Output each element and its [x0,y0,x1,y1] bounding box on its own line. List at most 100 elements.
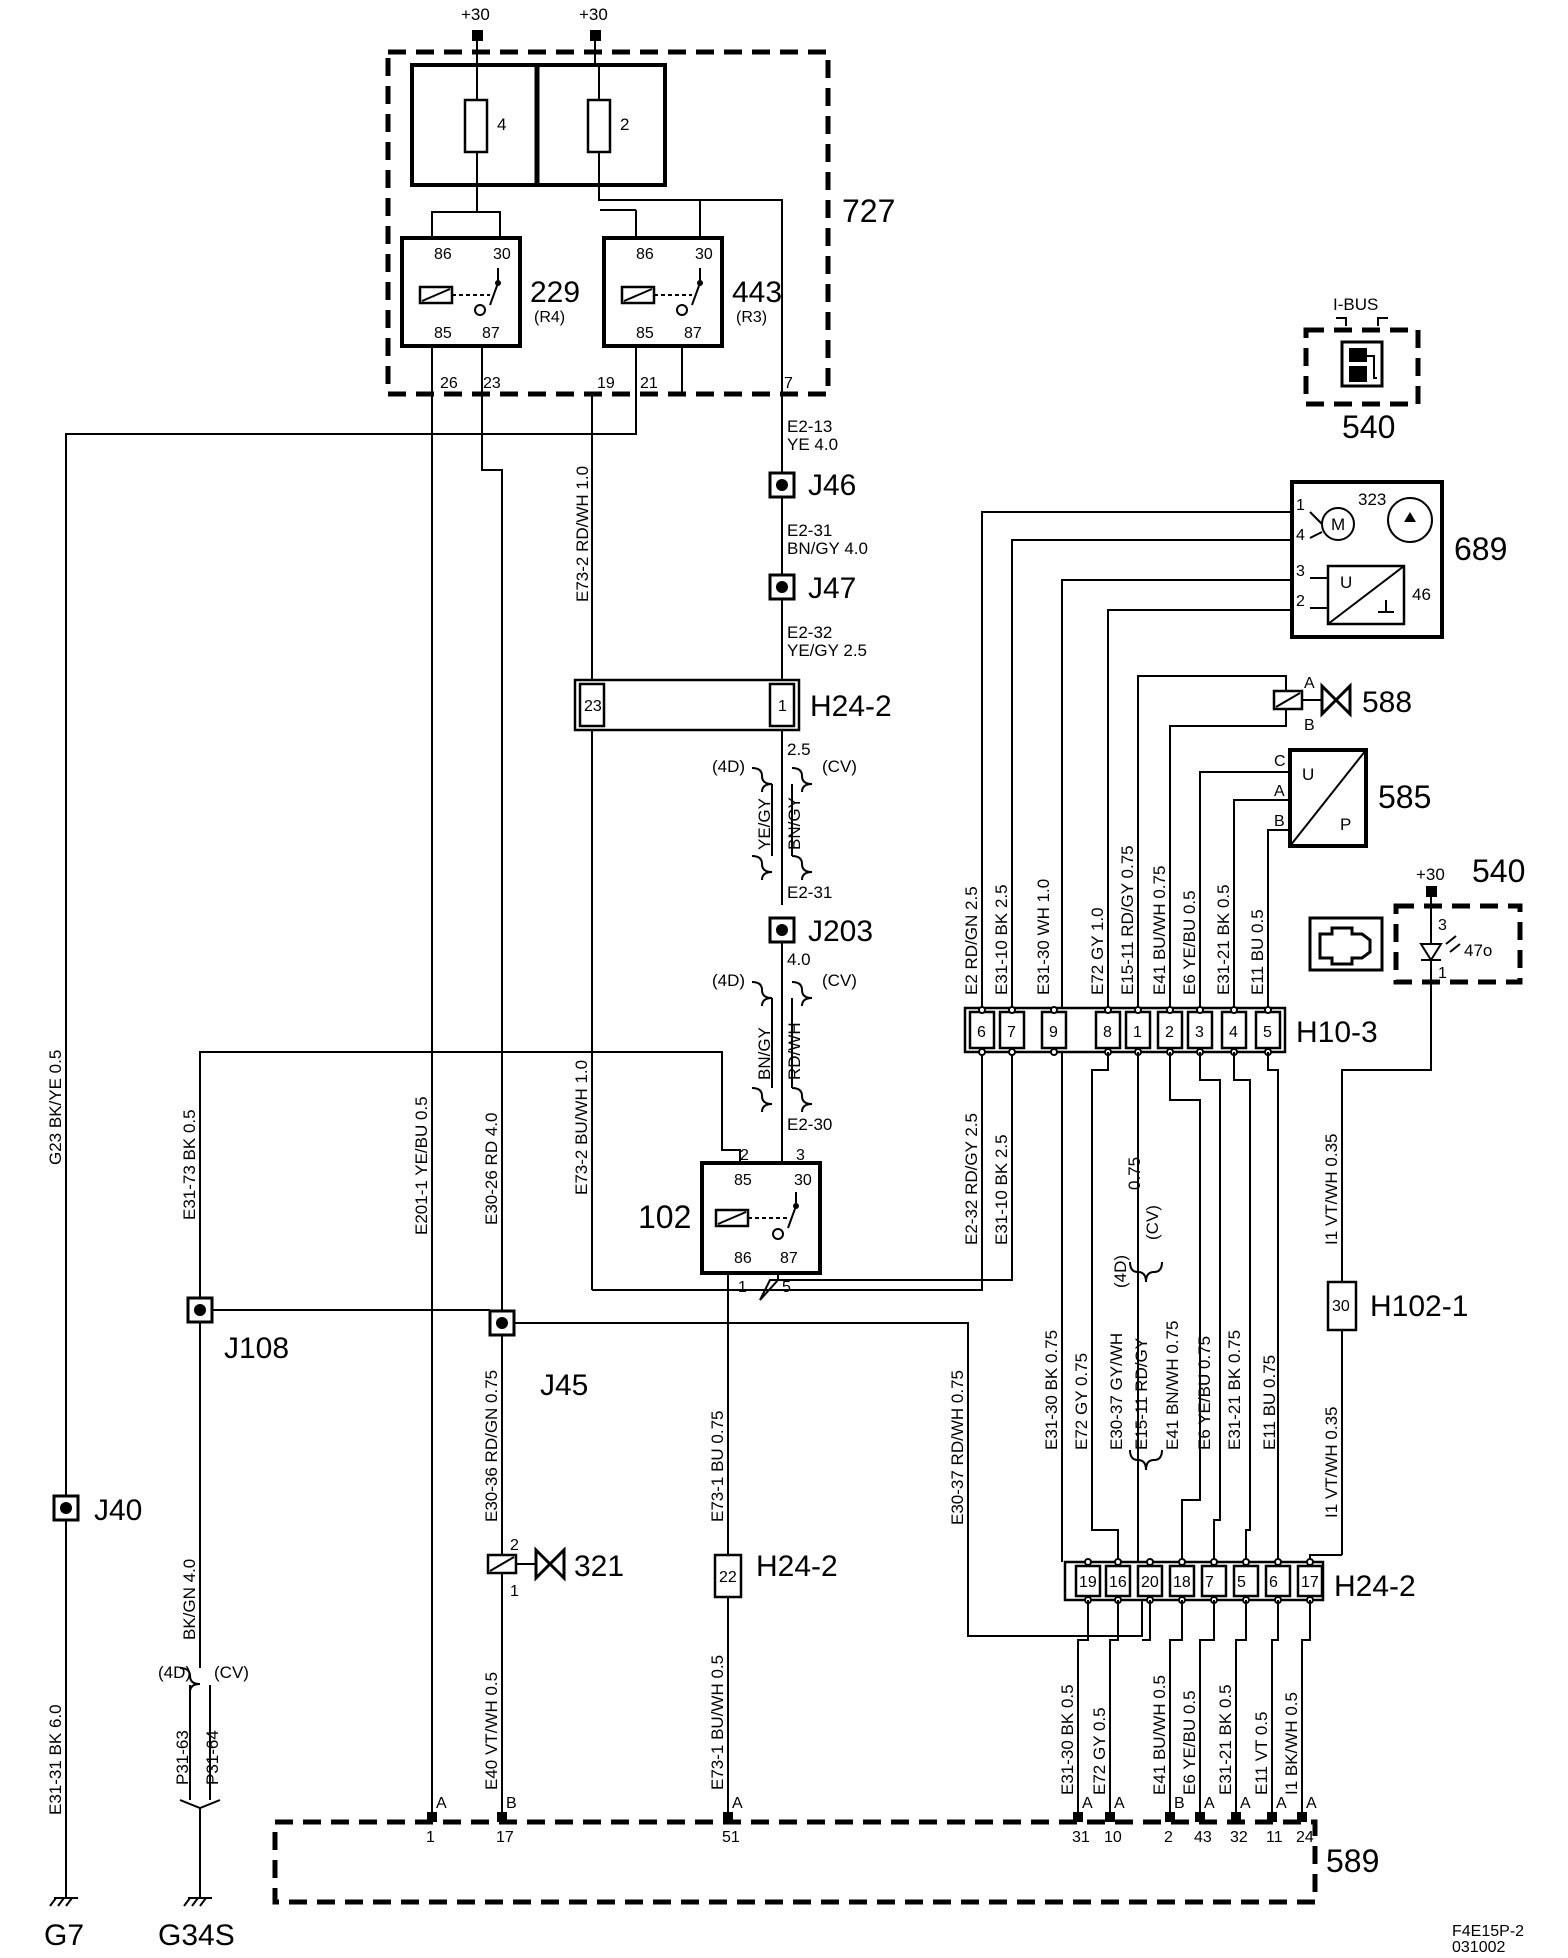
ecu-pin-letter: A [1240,1795,1251,1812]
wire-e31-31-label: E31-31 BK 6.0 [46,1704,65,1815]
h10-3-top-wire-label: E72 GY 1.0 [1088,907,1107,995]
h10-3-bottom-wire-label: E72 GY 0.75 [1072,1353,1091,1450]
relay-229-pin87: 87 [482,325,500,342]
fusebox-pin-26: 26 [440,375,458,392]
h10-3-top-wire-label: E31-10 BK 2.5 [992,884,1011,995]
wire-bngy-label: BN/GY [785,797,804,850]
wire-e73-1b-label: E73-1 BU/WH 0.5 [708,1655,727,1790]
c585-id: 585 [1378,779,1431,815]
wire-e2-32b-label: E2-32 RD/GY 2.5 [962,1113,981,1245]
junction-j203: J203 [768,915,873,948]
h10-3-pin: 2 [1165,1024,1174,1041]
h10-3-top-wire-label: E41 BU/WH 0.75 [1150,866,1169,995]
check-engine-lamp-540: +30 540 3 47o 1 [1308,853,1525,985]
ground-g7: G7 [44,1897,84,1952]
h24-2-pin22: 22 [719,1569,737,1586]
fuse-2-label: 2 [620,115,629,134]
h10-3-top-wire-label: E2 RD/GN 2.5 [962,886,981,995]
relay-229-pin85: 85 [434,325,452,342]
relay-102-pin87: 87 [780,1250,798,1267]
h10-3-top-wire-label: E31-21 BK 0.5 [1214,884,1233,995]
h24-2-bottom-wire-label: I1 BK/WH 0.5 [1282,1692,1301,1795]
ecu-pin-number: 43 [1194,1829,1212,1846]
wire-p31-63-label: P31-63 [173,1730,192,1785]
sensor-u-icon: U [1302,765,1314,784]
junction-j108: J108 [186,1296,289,1365]
h10-3-bottom-wire-label: E31-21 BK 0.75 [1225,1330,1244,1450]
wire-e2-13-label: E2-13 [787,417,832,436]
ecu-pin-number: 2 [1164,1829,1173,1846]
ground-g34s-label: G34S [158,1919,235,1952]
j45-label: J45 [540,1369,588,1402]
relay-102: 2 3 85 30 86 87 102 1 5 [638,1147,822,1296]
v588-pin-a: A [1304,675,1315,692]
c689-id: 689 [1454,531,1507,567]
h10-3-bottom-wire-label: E15-11 RD/GY [1132,1338,1151,1450]
c689-sub-46: 46 [1412,585,1431,604]
variant-4d-label-d: (4D) [1111,1255,1130,1288]
wire-e30-26-label: E30-26 RD 4.0 [482,1113,501,1225]
wire-2-5-label: 2.5 [787,740,811,759]
wire-e2-30-label: E2-30 [787,1115,832,1134]
variant-4d-label-c: (4D) [158,1663,191,1682]
wire-e2-31-label: E2-31 [787,521,832,540]
wire-e73-1-label: E73-1 BU 0.75 [708,1410,727,1522]
h24-2-bottom-pin: 7 [1205,1574,1214,1591]
relay-443-sub: (R3) [736,309,767,326]
relay-443-pin86: 86 [636,246,654,263]
h102-1-pin30: 30 [1332,1298,1350,1315]
h24-2-mid-label: H24-2 [756,1550,838,1583]
sender-u-icon: U [1340,573,1352,592]
h24-2-bottom-pin: 20 [1141,1574,1159,1591]
relay-102-pin30: 30 [794,1172,812,1189]
c689-pin4: 4 [1296,527,1305,544]
fusebox-pin-19: 19 [597,375,615,392]
relay-443-pin87: 87 [684,325,702,342]
ground-g7-label: G7 [44,1919,84,1952]
fuse-4 [463,98,489,154]
connector-h24-2-pin22: 22 H24-2 [713,1550,838,1599]
diagram-date-code: 031002 [1452,1939,1505,1956]
wire-i1-top-label: I1 VT/WH 0.35 [1322,1134,1341,1245]
fuel-pump-module-689: 689 323 M U 46 1 4 3 2 [1290,480,1507,639]
junction-j40: J40 [52,1494,142,1527]
ecu-pin-letter: A [436,1795,447,1812]
h24-2-top-pin23: 23 [584,698,602,715]
h24-2-bottom-wire-label: E72 GY 0.5 [1090,1707,1109,1795]
junction-j45: J45 [488,1309,588,1402]
ground-g34s: G34S [158,1897,235,1952]
ecu-pin-letter: A [1114,1795,1125,1812]
lamp540-id: 540 [1472,853,1525,889]
relay-102-pin85: 85 [734,1172,752,1189]
h24-2-bottom-wire-label: E6 YE/BU 0.5 [1180,1690,1199,1795]
supply-label-c: +30 [1416,865,1445,884]
h24-2-bottom-label: H24-2 [1334,1570,1416,1603]
ecu-pin-number: 32 [1230,1829,1248,1846]
sol321-pin1: 1 [510,1583,519,1600]
connector-h24-2-top: 23 1 H24-2 [573,678,892,732]
wire-e73-2-buwh-label: E73-2 BU/WH 1.0 [572,1060,591,1195]
wire-bngy2-label: BN/GY [755,1027,774,1080]
h10-3-pin: 3 [1195,1024,1204,1041]
c689-sub-323: 323 [1358,490,1386,509]
h10-3-bottom-wire-label: E30-37 GY/WH [1107,1333,1126,1450]
variant-cv-label-d: (CV) [1143,1205,1162,1240]
h10-3-top-wire-label: E15-11 RD/GY 0.75 [1118,845,1137,995]
h24-2-bottom-pin: 16 [1109,1574,1127,1591]
j108-label: J108 [224,1332,289,1365]
h10-3-bottom-wire-label: E11 BU 0.75 [1260,1355,1279,1450]
wire-e2-31b-label: E2-31 [787,883,832,902]
c585-pin-b: B [1274,813,1285,830]
wire-e30-37-label: E30-37 RD/WH 0.75 [948,1370,967,1525]
motor-icon: M [1331,515,1345,534]
relay-229-sub: (R4) [534,309,565,326]
h10-3-pin: 7 [1007,1024,1016,1041]
ecu-pin-letter: A [1276,1795,1287,1812]
wire-075-label: 0.75 [1125,1157,1144,1190]
lamp540-pin1: 1 [1438,965,1447,982]
h10-3-pin: 9 [1049,1024,1058,1041]
variant-4d-label-a: (4D) [712,757,745,776]
